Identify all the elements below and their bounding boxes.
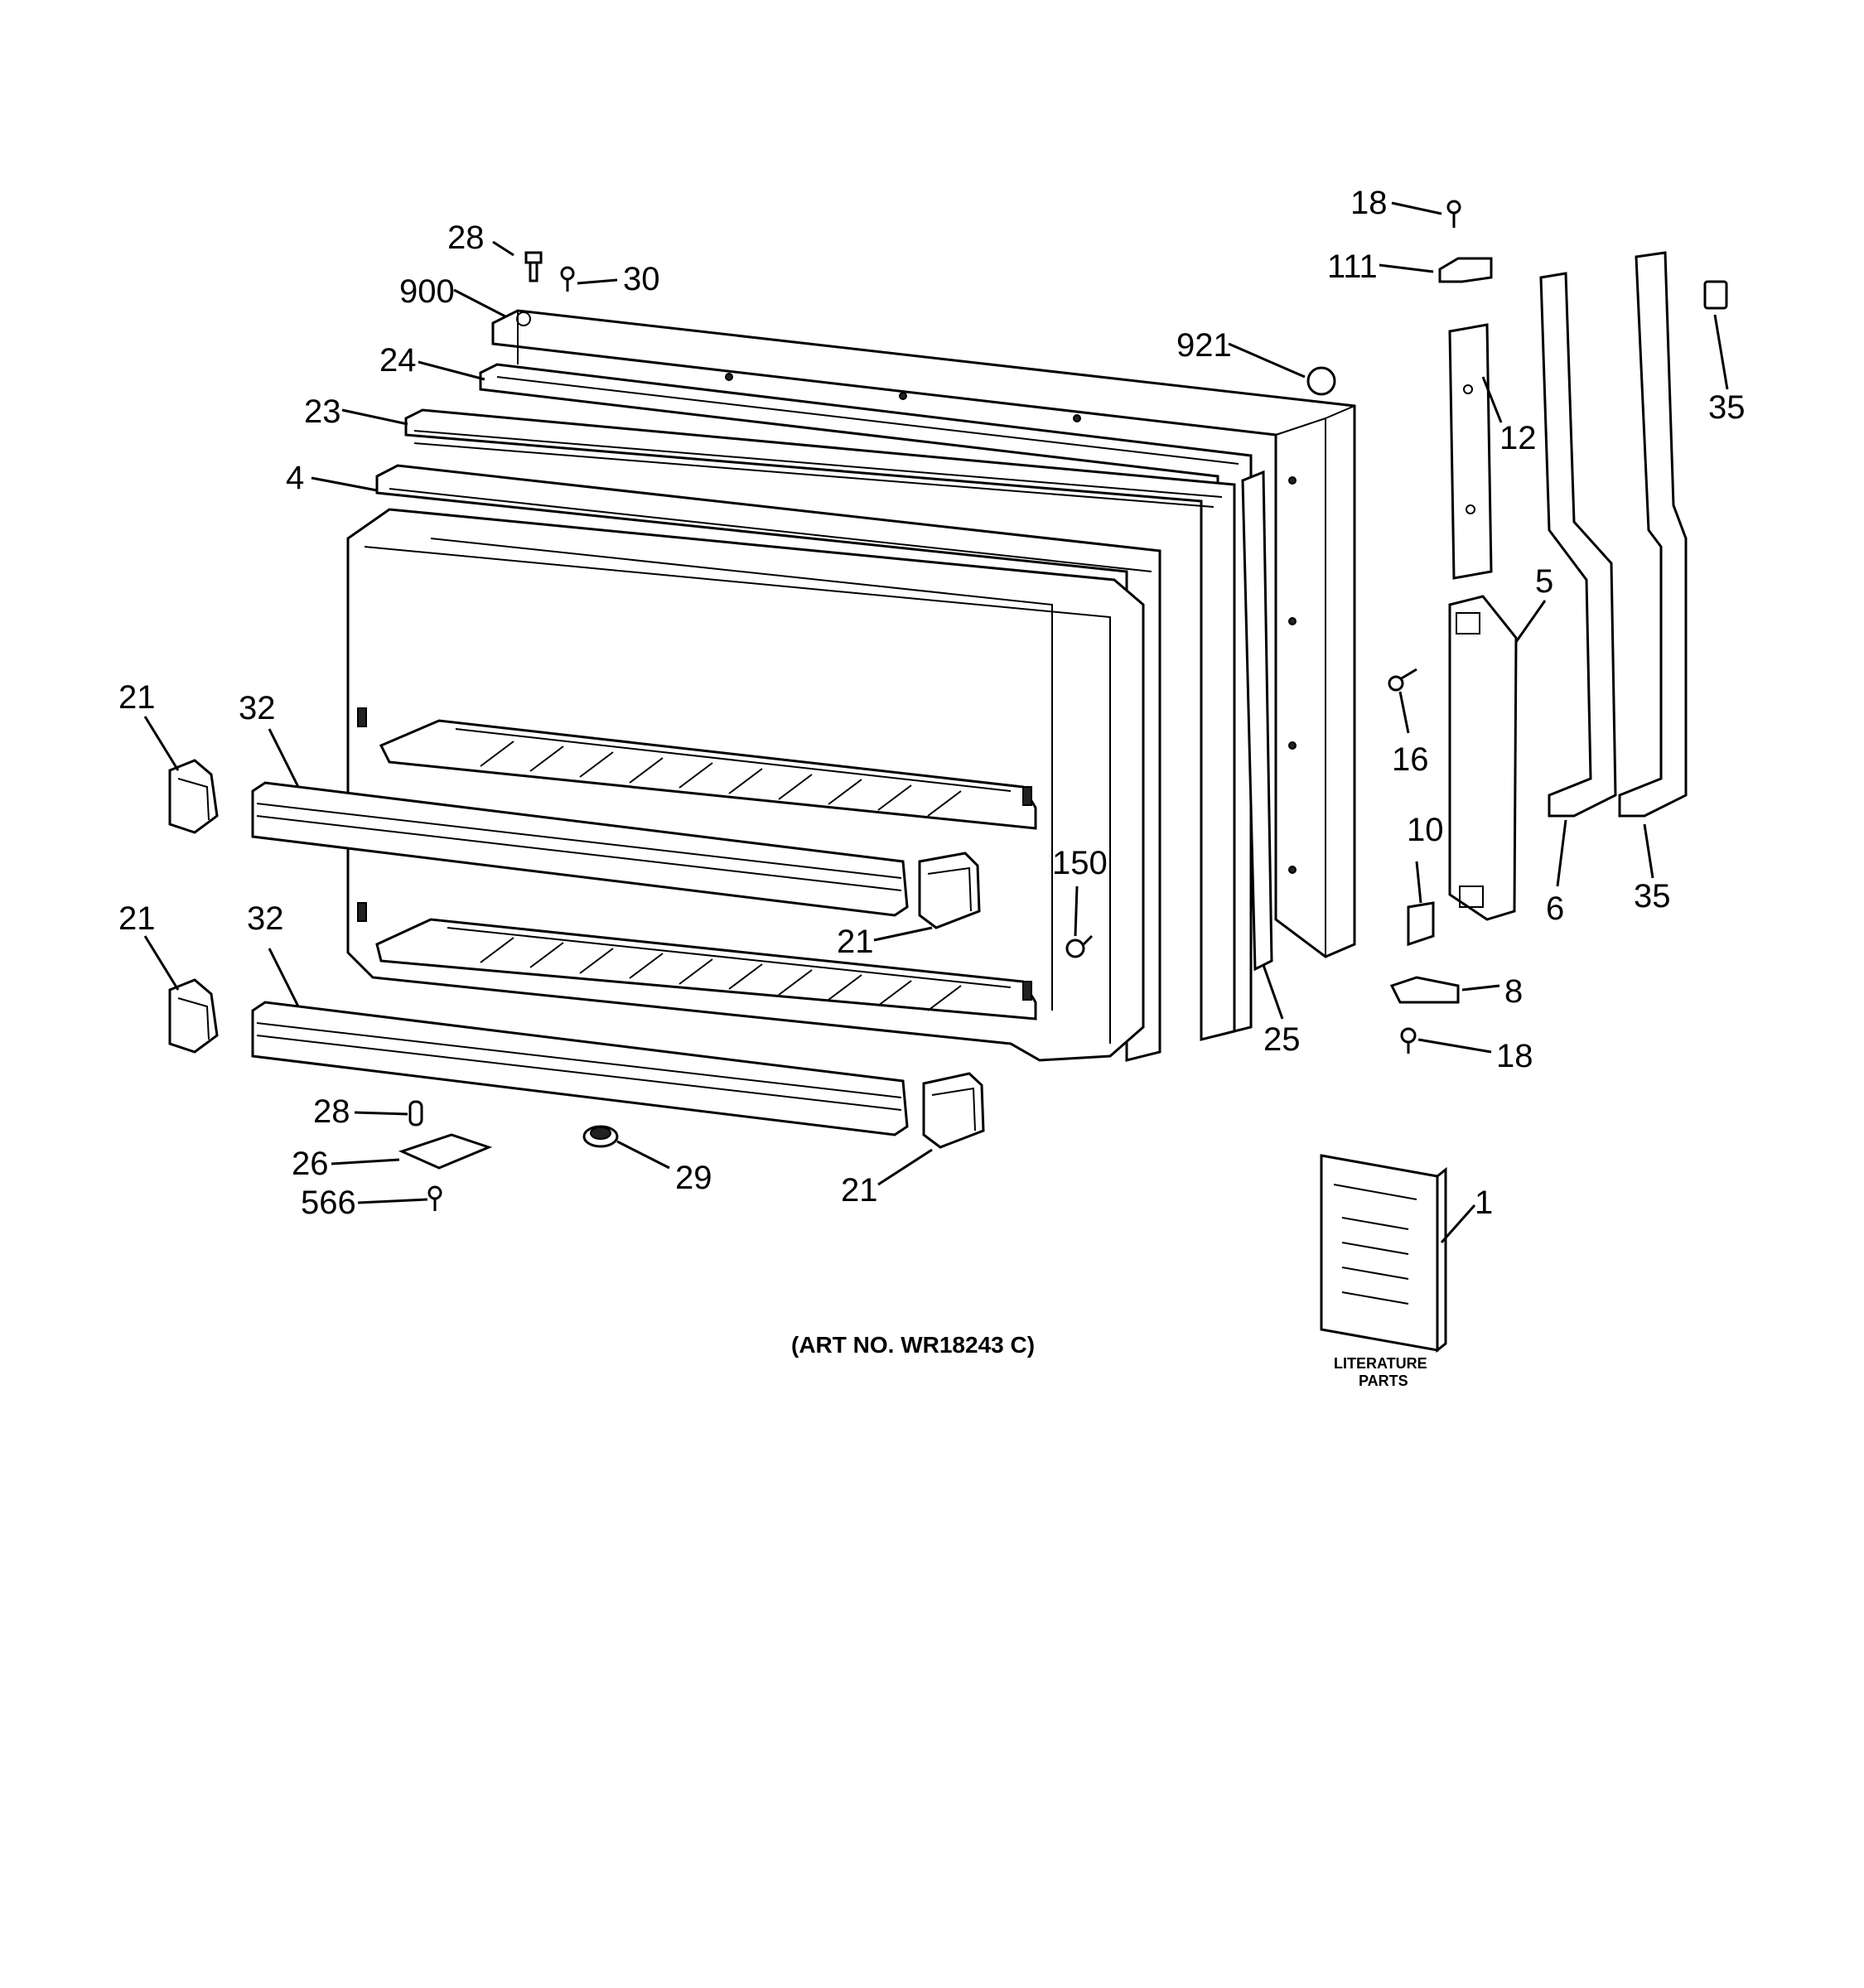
callout-labels: 18 111 12 35 5 16 6 35 10 8 18 28 30 900… — [118, 185, 1746, 1221]
door-breaker-strip — [375, 464, 1161, 1062]
callout-21: 21 — [837, 924, 874, 960]
shelf-clip — [922, 1072, 985, 1149]
callout-25: 25 — [1263, 1021, 1301, 1058]
callout-32: 32 — [247, 900, 284, 937]
screw-30 — [560, 266, 575, 292]
cover-10 — [1407, 901, 1435, 947]
callout-30: 30 — [623, 261, 660, 297]
callout-32: 32 — [239, 690, 276, 726]
shelf-bar-lower — [251, 1001, 909, 1136]
callout-150: 150 — [1052, 845, 1108, 881]
shelf-clip — [168, 759, 219, 834]
callout-26: 26 — [292, 1146, 329, 1182]
callout-21: 21 — [841, 1172, 878, 1209]
screw-18-top — [1446, 200, 1461, 228]
callout-35: 35 — [1634, 878, 1671, 914]
callout-1: 1 — [1475, 1185, 1493, 1221]
callout-6: 6 — [1546, 890, 1564, 927]
plate-8 — [1389, 976, 1460, 1004]
hinge-bracket-5 — [1448, 595, 1518, 921]
callout-28: 28 — [447, 220, 485, 256]
shelf-bar-upper — [251, 781, 909, 917]
screw-18-bottom — [1400, 1027, 1417, 1054]
shelf-clip — [918, 852, 981, 929]
door-seal-strip — [1241, 470, 1273, 972]
screw-566 — [427, 1185, 442, 1211]
callout-12: 12 — [1499, 420, 1537, 456]
callout-921: 921 — [1176, 327, 1232, 364]
bracket-111 — [1438, 257, 1493, 283]
plug-29 — [582, 1125, 619, 1148]
plate-26 — [398, 1133, 493, 1170]
literature-label-line1: LITERATURE — [1334, 1355, 1427, 1372]
callout-4: 4 — [286, 460, 304, 496]
callout-900: 900 — [399, 273, 455, 310]
literature-label-line2: PARTS — [1359, 1373, 1408, 1389]
callout-18: 18 — [1350, 185, 1388, 221]
callout-21: 21 — [118, 679, 156, 716]
handle-rail-35 — [1618, 251, 1688, 818]
leader-lines — [143, 201, 1729, 1243]
callout-21: 21 — [118, 900, 156, 937]
shelf-clip — [168, 978, 219, 1054]
screw-28-bottom — [408, 1100, 423, 1127]
handle-rail-6 — [1539, 272, 1617, 818]
literature-booklet — [1320, 1154, 1447, 1353]
screw-28-top — [524, 251, 543, 282]
callout-16: 16 — [1392, 741, 1429, 778]
callout-35: 35 — [1708, 389, 1746, 426]
callout-5: 5 — [1535, 563, 1553, 600]
door-outer-panel — [491, 309, 1356, 958]
callout-111: 111 — [1327, 248, 1378, 285]
callout-8: 8 — [1504, 973, 1523, 1010]
end-cap-35 — [1703, 280, 1728, 310]
door-liner — [346, 508, 1145, 1062]
screw-16 — [1388, 668, 1417, 692]
callout-18: 18 — [1496, 1038, 1533, 1074]
callout-29: 29 — [675, 1160, 712, 1196]
art-number: (ART NO. WR18243 C) — [791, 1332, 1035, 1358]
hinge-bar-12 — [1448, 323, 1493, 580]
callout-23: 23 — [304, 393, 341, 430]
callout-24: 24 — [379, 342, 417, 379]
callout-10: 10 — [1407, 812, 1444, 848]
door-liner-frame — [404, 408, 1236, 1041]
stop-150 — [1065, 934, 1094, 958]
callout-28: 28 — [313, 1093, 350, 1130]
callout-566: 566 — [301, 1185, 356, 1221]
